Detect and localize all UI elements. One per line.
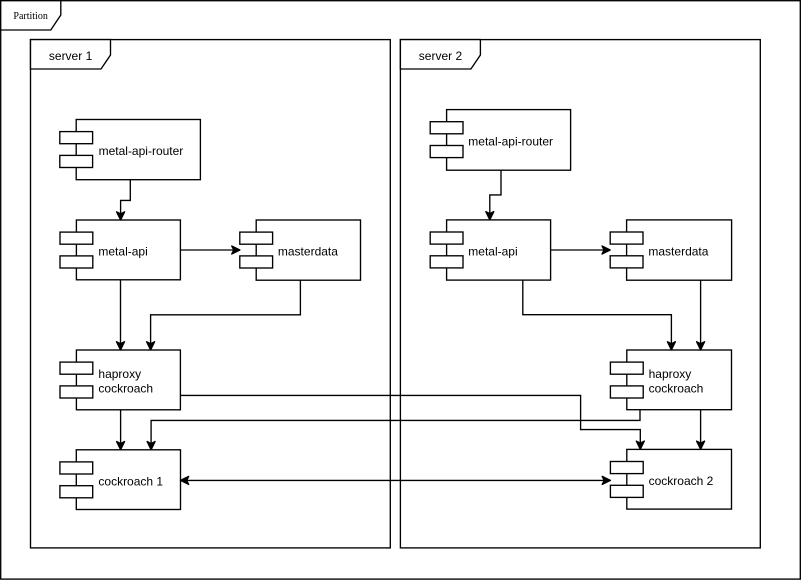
svg-text:metal-api: metal-api — [98, 245, 147, 259]
svg-text:cockroach: cockroach — [649, 382, 704, 396]
svg-text:server 1: server 1 — [49, 49, 93, 63]
svg-text:metal-api: metal-api — [468, 245, 517, 259]
svg-text:masterdata: masterdata — [648, 245, 708, 259]
svg-text:haproxy: haproxy — [98, 367, 141, 381]
svg-text:cockroach 1: cockroach 1 — [98, 474, 163, 488]
svg-text:cockroach 2: cockroach 2 — [649, 474, 714, 488]
svg-text:haproxy: haproxy — [649, 367, 692, 381]
svg-text:cockroach: cockroach — [98, 382, 153, 396]
svg-text:masterdata: masterdata — [278, 245, 338, 259]
svg-text:metal-api-router: metal-api-router — [468, 135, 553, 149]
svg-text:metal-api-router: metal-api-router — [99, 144, 184, 158]
svg-text:server 2: server 2 — [419, 49, 463, 63]
svg-text:Partition: Partition — [13, 11, 47, 22]
